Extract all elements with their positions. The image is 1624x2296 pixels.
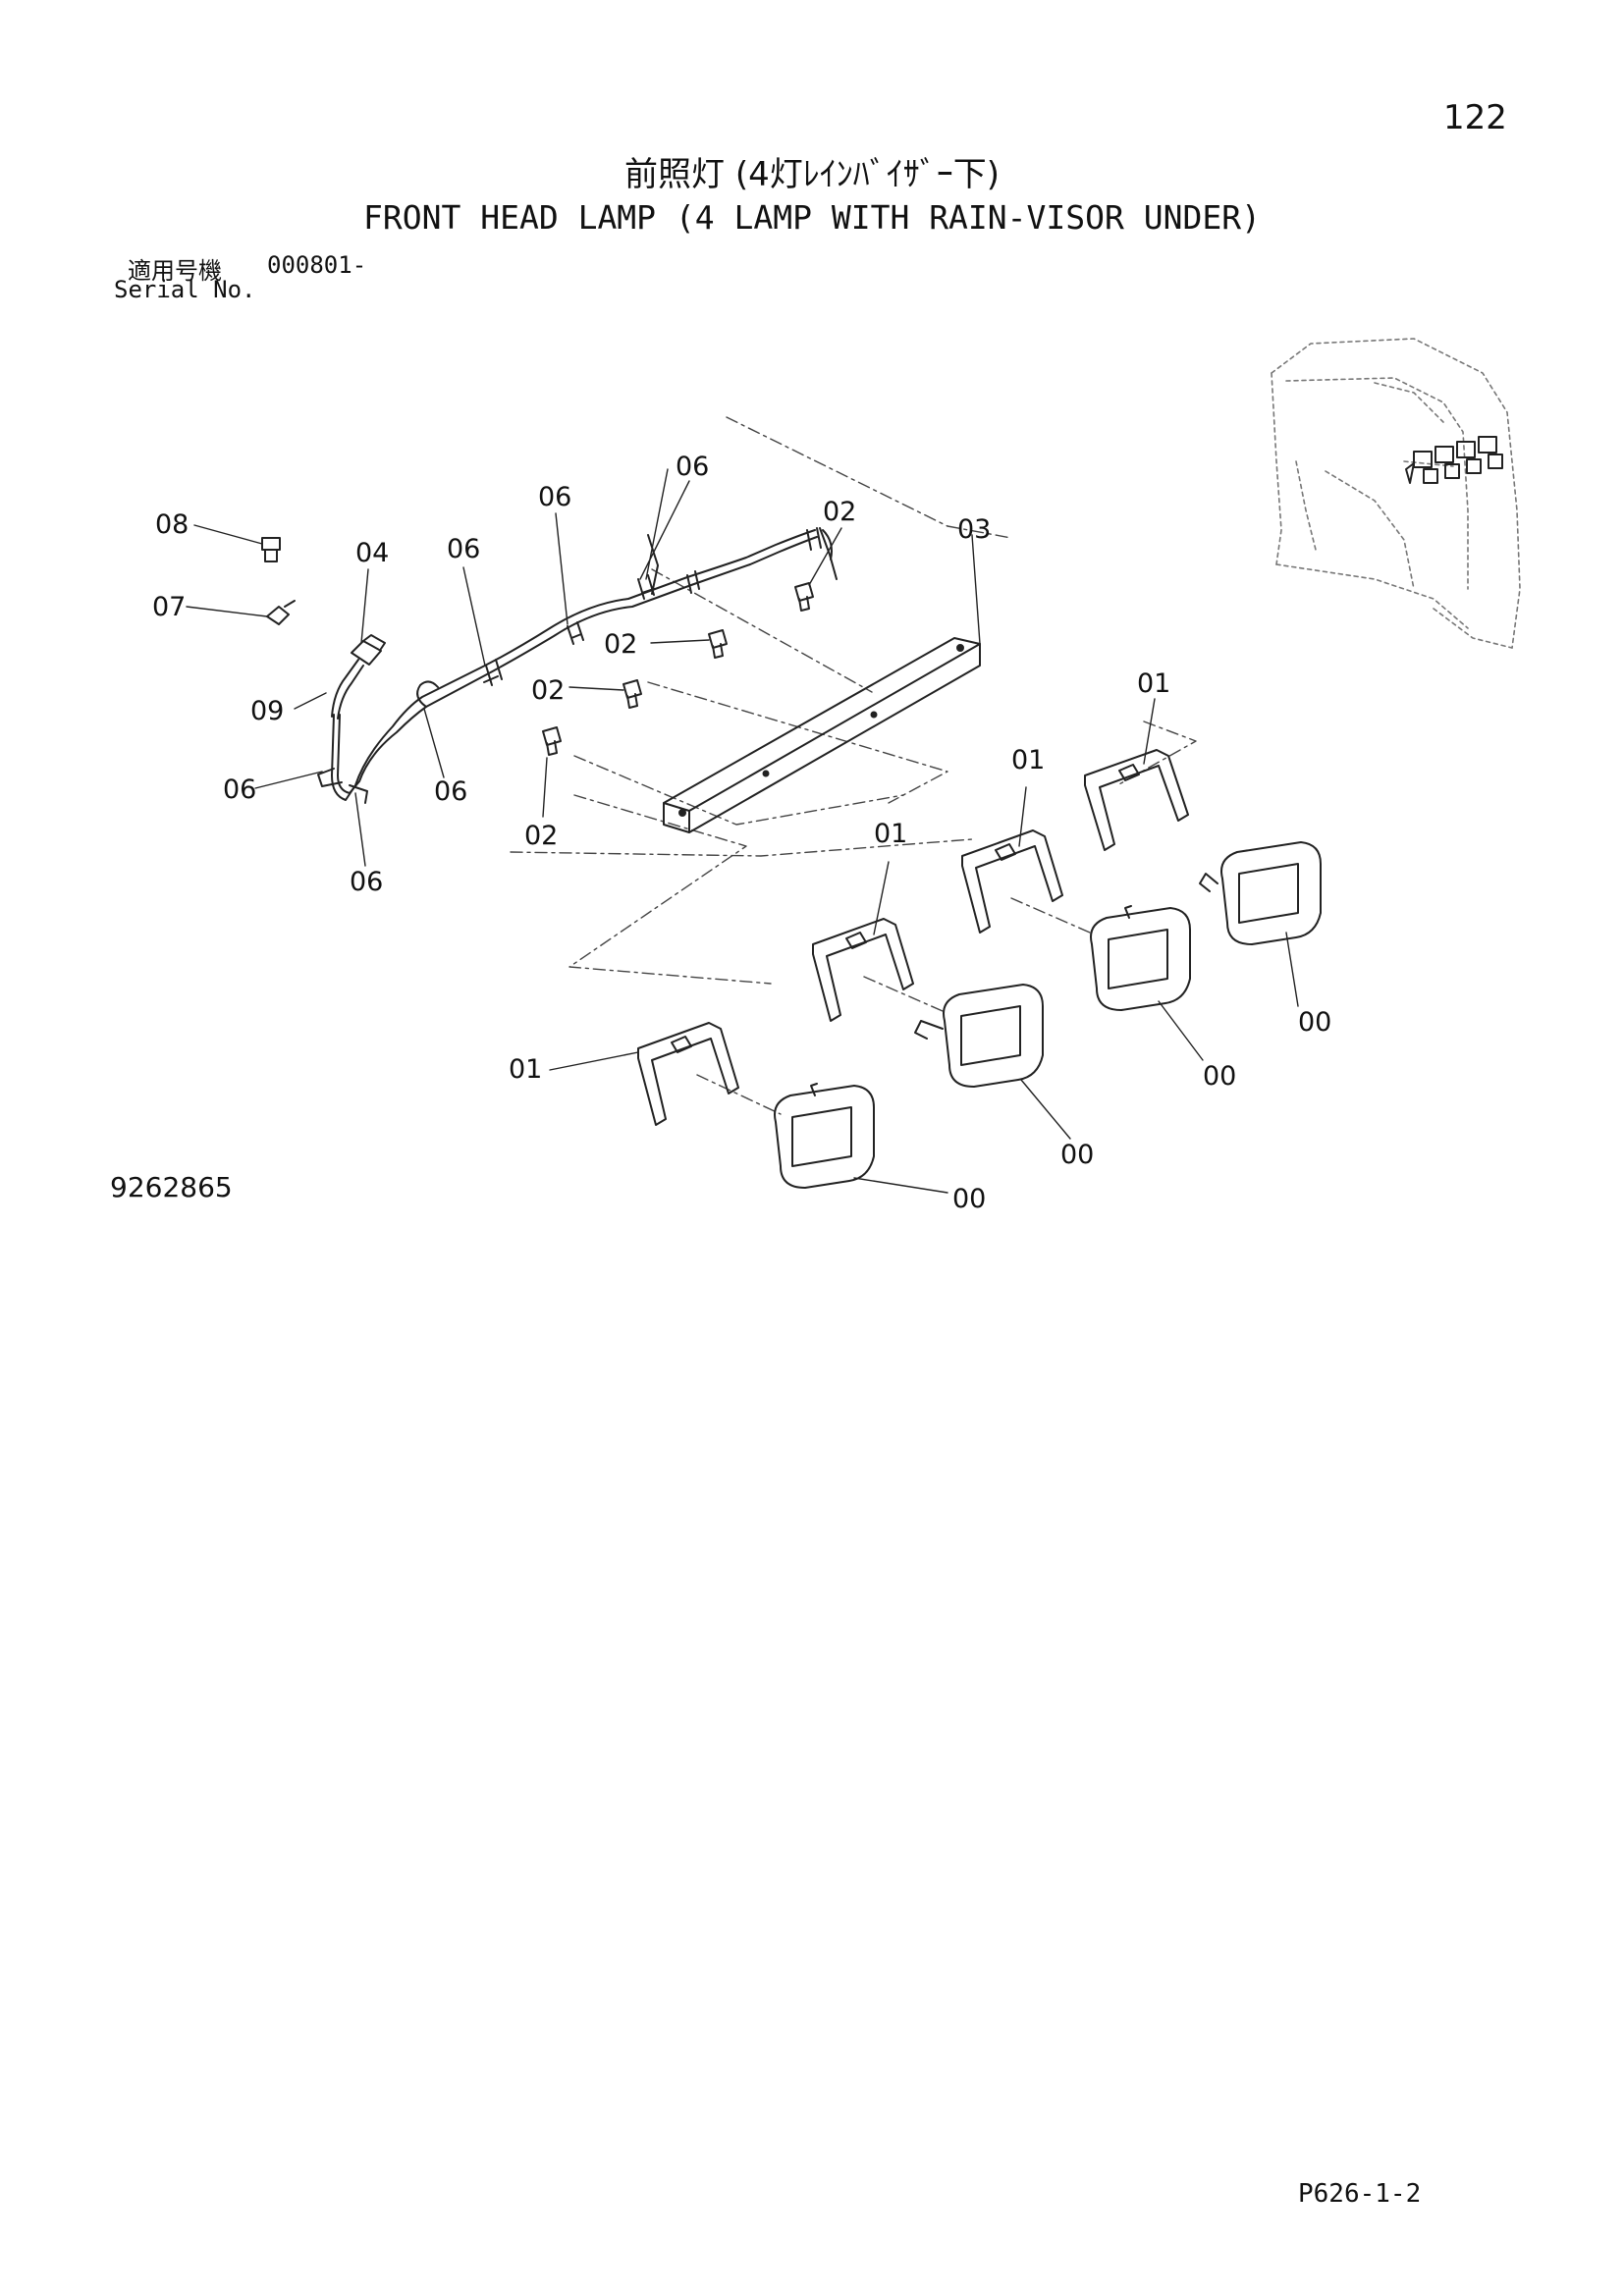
lamp-brackets-01 <box>637 749 1189 1126</box>
callout-labels: 08 07 04 09 06 06 06 06 06 06 06 02 02 0… <box>152 452 1331 1214</box>
callout-06-e: 06 <box>538 482 571 512</box>
bolts-02 <box>542 582 814 756</box>
callout-06-c: 06 <box>434 776 467 807</box>
page-number: 122 <box>1443 98 1507 137</box>
callout-01-a: 01 <box>1137 668 1170 699</box>
page-title-english: FRONT HEAD LAMP (4 LAMP WITH RAIN-VISOR … <box>363 198 1261 237</box>
callout-00-b: 00 <box>1203 1061 1236 1092</box>
wire-harness <box>331 527 838 801</box>
work-lamps-00 <box>774 841 1322 1189</box>
serial-label-japanese: 適用号機 <box>128 257 222 285</box>
wire-clamps <box>317 527 822 804</box>
leader-lines <box>186 468 1299 1194</box>
callout-09: 09 <box>250 696 284 726</box>
connector-04 <box>351 634 386 666</box>
callout-02-d: 02 <box>524 821 558 851</box>
callout-02-c: 02 <box>531 675 565 706</box>
callout-02-b: 02 <box>604 629 637 660</box>
serial-label-english: Serial No. <box>114 276 256 303</box>
callout-01-b: 01 <box>1011 745 1045 775</box>
callout-01-c: 01 <box>874 819 907 849</box>
callout-07: 07 <box>152 592 186 622</box>
inset-lamp-cluster <box>1405 436 1503 484</box>
bracket-03 <box>663 637 981 833</box>
terminal-07 <box>266 600 296 625</box>
callout-08: 08 <box>155 509 189 540</box>
callout-06-f: 06 <box>676 452 709 482</box>
callout-00-c: 00 <box>1060 1140 1094 1170</box>
callout-06-a: 06 <box>223 774 256 805</box>
callout-03: 03 <box>957 514 991 545</box>
callout-01-d: 01 <box>509 1054 542 1085</box>
serial-value: 000801- <box>267 251 367 279</box>
assembly-lines <box>510 416 1197 1115</box>
bolt-08 <box>261 537 281 562</box>
callout-04: 04 <box>355 538 389 568</box>
figure-number: 9262865 <box>110 1171 233 1203</box>
callout-00-a: 00 <box>1298 1007 1331 1038</box>
page-title-japanese: 前照灯 (4灯ﾚｲﾝﾊﾞｲｻﾞｰ下) <box>624 155 1000 194</box>
callout-06-b: 06 <box>350 867 383 897</box>
callout-00-d: 00 <box>952 1184 986 1214</box>
callout-06-d: 06 <box>447 534 480 564</box>
sheet-code: P626-1-2 <box>1298 2179 1422 2209</box>
callout-02-a: 02 <box>823 497 856 527</box>
cab-location-inset <box>1271 338 1521 649</box>
